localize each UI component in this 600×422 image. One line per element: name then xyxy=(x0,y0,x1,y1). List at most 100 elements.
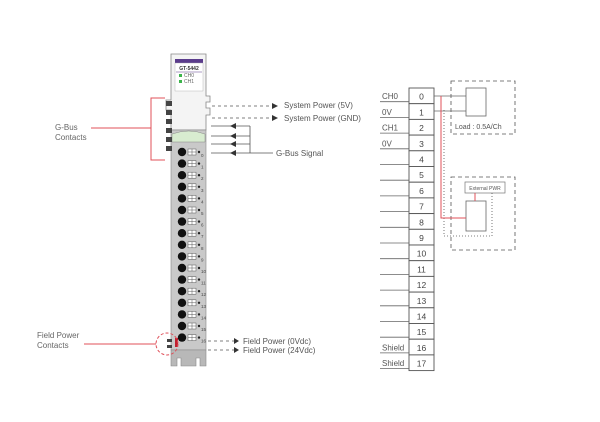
terminal-number: 12 xyxy=(417,280,427,290)
terminal-hole: 9 xyxy=(177,252,204,262)
terminal-signal-label: Shield xyxy=(382,343,404,352)
terminal-number: 2 xyxy=(201,176,204,181)
terminal-number: 11 xyxy=(417,264,426,274)
gbus-contact-tab xyxy=(166,110,172,115)
gbus-contact-tab xyxy=(166,146,172,151)
external-pwr-label: External PWR xyxy=(469,186,501,192)
terminal-number: 6 xyxy=(419,186,424,196)
terminal-number: 7 xyxy=(201,234,204,239)
terminal-number: 4 xyxy=(419,155,424,165)
terminal-number: 2 xyxy=(419,123,424,133)
terminal-row: 16 Shield xyxy=(380,338,435,356)
arrow-right-icon xyxy=(272,115,278,121)
terminal-number: 8 xyxy=(419,217,424,227)
system-power-5v-signal: System Power (5V) xyxy=(212,101,353,110)
field-power-0v-label: Field Power (0Vdc) xyxy=(243,337,311,346)
arrow-right-icon xyxy=(272,103,278,109)
terminal-row: 13 xyxy=(380,291,435,309)
terminal-number: 11 xyxy=(201,281,206,286)
terminal-hole: 13 xyxy=(177,298,207,309)
terminal-hole: 11 xyxy=(177,275,206,286)
gbus-contact-tab xyxy=(166,128,172,133)
terminal-hole: 8 xyxy=(177,240,204,251)
terminal-row: 7 xyxy=(380,197,435,215)
field-power-callout: Field Power Contacts xyxy=(37,331,179,356)
terminal-cell xyxy=(408,354,435,372)
terminal-hole: 5 xyxy=(177,205,204,216)
terminal-row: 14 xyxy=(380,307,435,324)
terminal-number: 1 xyxy=(419,107,424,117)
terminal-hole: 6 xyxy=(177,217,204,228)
gbus-signal-label: G-Bus Signal xyxy=(276,149,323,158)
terminal-number: 16 xyxy=(201,339,207,344)
terminal-number: 17 xyxy=(417,359,427,369)
field-power-callout-line2: Contacts xyxy=(37,341,69,350)
terminal-signal-label: 0V xyxy=(382,108,392,117)
terminal-number: 3 xyxy=(201,188,204,193)
terminal-row: 9 xyxy=(380,228,435,246)
terminal-number: 15 xyxy=(417,327,427,337)
terminal-number: 4 xyxy=(201,199,204,204)
terminal-row: 17 Shield xyxy=(380,354,435,372)
module-base-clip xyxy=(170,349,207,367)
terminal-hole: 2 xyxy=(177,171,204,181)
gbus-callout-line1: G-Bus xyxy=(55,123,78,132)
field-power-0v-signal: Field Power (0Vdc) xyxy=(208,337,311,346)
terminal-number: 5 xyxy=(201,211,204,216)
led-ch1-label: CH1 xyxy=(184,79,194,85)
external-pwr-dashed-box xyxy=(450,176,516,251)
led-ch0-icon xyxy=(179,74,182,77)
terminal-row: 30V xyxy=(380,134,435,152)
field-power-contact-24v xyxy=(167,345,172,348)
terminal-row: 10 xyxy=(380,244,435,262)
load-section: Load : 0.5A/Ch xyxy=(434,80,516,135)
red-power-path xyxy=(440,96,466,219)
terminal-number: 15 xyxy=(201,327,207,332)
terminal-number: 14 xyxy=(201,315,207,320)
gbus-contact-tab xyxy=(166,137,172,142)
load-resistor xyxy=(465,87,487,117)
dotted-common-path xyxy=(443,110,493,237)
terminal-number: 16 xyxy=(417,343,427,353)
led-ch0-label: CH0 xyxy=(184,73,194,79)
terminal-hole: 10 xyxy=(177,263,207,274)
arrow-left-icon xyxy=(230,141,236,147)
gbus-contact-tab xyxy=(166,101,172,106)
terminal-row: 1 0V xyxy=(380,103,435,120)
system-power-gnd-signal: System Power (GND) xyxy=(212,114,361,123)
terminal-row: 11 xyxy=(380,260,435,277)
terminal-number: 5 xyxy=(419,170,424,180)
terminal-hole: 14 xyxy=(177,310,207,320)
terminal-hole: 1 xyxy=(177,159,204,170)
module-label-bar xyxy=(175,59,203,63)
terminal-row: 12 xyxy=(380,275,435,293)
terminal-row: 6 xyxy=(380,181,435,199)
load-dashed-box xyxy=(450,80,516,135)
gbus-signal: G-Bus Signal xyxy=(211,123,323,158)
field-power-contact-0v xyxy=(167,339,172,342)
field-power-red-marker xyxy=(175,338,178,347)
led-ch1-icon xyxy=(179,80,182,83)
terminal-row: 4 xyxy=(380,150,435,167)
terminal-number: 0 xyxy=(201,153,204,158)
arrow-left-icon xyxy=(230,150,236,156)
terminal-number: 13 xyxy=(417,296,427,306)
terminal-signal-label: CH1 xyxy=(382,124,399,133)
terminal-number: 9 xyxy=(419,233,424,243)
module-model: GT-5442 xyxy=(179,66,199,72)
field-power-24v-label: Field Power (24Vdc) xyxy=(243,346,316,355)
gbus-contact-tab xyxy=(166,119,172,124)
terminal-hole: 4 xyxy=(177,194,204,204)
load-label: Load : 0.5A/Ch xyxy=(455,124,502,131)
release-lever xyxy=(171,130,206,143)
gbus-callout-line2: Contacts xyxy=(55,133,87,142)
arrow-left-icon xyxy=(230,123,236,129)
gbus-callout: G-Bus Contacts xyxy=(55,97,165,161)
terminal-number: 12 xyxy=(201,292,207,297)
terminal-number: 14 xyxy=(417,312,427,322)
arrow-left-icon xyxy=(230,133,236,139)
terminal-signal-label: Shield xyxy=(382,359,404,368)
